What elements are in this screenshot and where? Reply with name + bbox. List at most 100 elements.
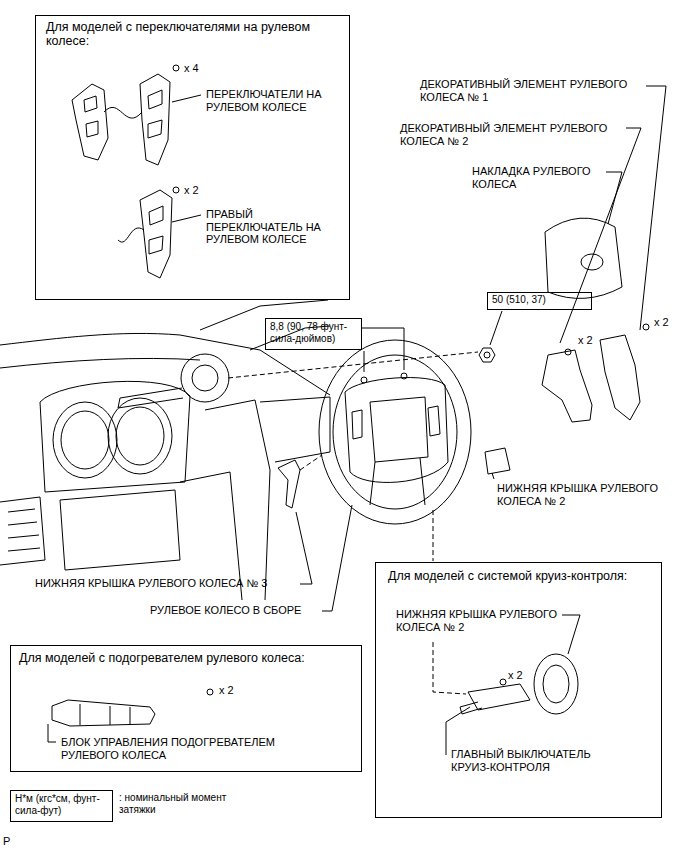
leader-line (172, 95, 201, 102)
quantity-note: x 4 (184, 62, 214, 75)
heater-unit-part (80, 704, 130, 725)
leader-line (362, 328, 404, 370)
part-name: ПЕРЕКЛЮЧАТЕЛИ НА РУЛЕВОМ КОЛЕСЕ (206, 88, 346, 113)
switch-opening (352, 406, 440, 439)
leader-line (446, 707, 470, 755)
screw (207, 689, 213, 695)
legend-unit: Н*м (кгс*см, фунт-сила-фут) (15, 793, 111, 816)
decorative-part (600, 335, 640, 420)
gauge (61, 411, 109, 469)
leader-line (322, 505, 352, 611)
screw (643, 324, 649, 330)
lower-panel (60, 490, 180, 570)
screw (173, 65, 179, 71)
dashed-line (433, 510, 434, 561)
part-name: РУЛЕВОЕ КОЛЕСО В СБОРЕ (150, 604, 318, 617)
screw (500, 679, 506, 685)
leader-line (606, 172, 622, 224)
air-vent (8, 509, 40, 551)
nut (479, 348, 495, 362)
dashed-line (433, 642, 466, 694)
leader-line (562, 615, 580, 654)
leader-line (490, 311, 502, 345)
screw (565, 349, 571, 355)
part-name: ДЕКОРАТИВНЫЙ ЭЛЕМЕНТ РУЛЕВОГО КОЛЕСА № 1 (420, 78, 642, 103)
part-name: ДЕКОРАТИВНЫЙ ЭЛЕМЕНТ РУЛЕВОГО КОЛЕСА № 2 (400, 122, 622, 147)
leader-line (172, 215, 201, 222)
part-name: ПРАВЫЙ ПЕРЕКЛЮЧАТЕЛЬ НА РУЛЕВОМ КОЛЕСЕ (206, 208, 336, 246)
leader-line (296, 512, 312, 584)
variant-box: Для моделей с переключателями на рулевом… (35, 15, 350, 300)
combination-stalk (118, 388, 183, 408)
cruise-switch-part (460, 702, 482, 714)
wheel-hub (345, 378, 448, 483)
wheel-hub (370, 397, 428, 462)
bolt-hole (401, 373, 407, 379)
switch-button (148, 90, 162, 138)
gauge (53, 402, 117, 478)
quantity-note: x 2 (578, 334, 606, 347)
wheel-spoke (370, 458, 425, 505)
steering-wheel-illustration (319, 340, 471, 524)
column-hub (192, 365, 218, 391)
gauge (116, 407, 164, 465)
quantity-note: x 2 (219, 684, 249, 697)
leader-line (364, 351, 365, 372)
leader-line (48, 724, 56, 742)
screw (173, 187, 179, 193)
leader-line (640, 86, 666, 330)
quantity-note: x 2 (508, 669, 538, 682)
switch-wire (104, 107, 142, 118)
lower-cover-part (278, 460, 300, 508)
lower-cover-part (543, 665, 569, 703)
switch-wire (118, 228, 144, 242)
column-hub (181, 354, 229, 402)
variant-box: Для моделей с системой круиз-контроля:НИ… (375, 562, 662, 818)
steering-pad (545, 218, 622, 298)
air-vent (0, 497, 45, 565)
nut (484, 352, 490, 358)
console-line (205, 400, 270, 600)
pad-emblem (581, 254, 603, 270)
switch-part (72, 84, 108, 160)
torque-value: 50 (510, 37) (492, 294, 588, 306)
dashed-line (300, 455, 322, 470)
variant-box: Для моделей с подогревателем рулевого ко… (10, 645, 362, 772)
torque-box: 8,8 (90, 78 фунт-сила-дюймов) (265, 318, 362, 350)
box-heading: Для моделей с подогревателем рулевого ко… (19, 651, 354, 665)
decorative-part (542, 350, 592, 422)
box-heading: Для моделей с переключателями на рулевом… (46, 20, 346, 49)
heater-unit-part (52, 700, 155, 726)
part-name: НАКЛАДКА РУЛЕВОГО КОЛЕСА (472, 165, 602, 190)
lower-cover-part (485, 448, 510, 474)
leader-line (492, 473, 494, 479)
dashboard-illustration (0, 300, 330, 600)
legend-sample-box: Н*м (кгс*см, фунт-сила-фут): номинальный… (10, 790, 113, 822)
leader-line (560, 128, 641, 343)
switch-button (84, 96, 98, 137)
torque-box: 50 (510, 37) (487, 292, 592, 310)
gauge (108, 398, 172, 474)
torque-value: 8,8 (90, 78 фунт-сила-дюймов) (270, 321, 360, 344)
dash-outline (0, 358, 200, 368)
cruise-switch-part (468, 684, 530, 710)
page-code: P (3, 835, 23, 848)
lower-cover-part (534, 654, 578, 714)
part-name: НИЖНЯЯ КРЫШКА РУЛЕВОГО КОЛЕСА № 2 (497, 482, 672, 507)
part-name: НИЖНЯЯ КРЫШКА РУЛЕВОГО КОЛЕСА № 3 (35, 577, 297, 590)
legend-text: : номинальный момент затяжки (119, 792, 234, 815)
wheel-rim (333, 355, 457, 509)
dashed-line (228, 352, 478, 378)
box-heading: Для моделей с системой круиз-контроля: (388, 569, 656, 583)
switch-part (140, 190, 172, 278)
wheel-rim (319, 340, 471, 524)
part-name: ГЛАВНЫЙ ВЫКЛЮЧАТЕЛЬ КРУИЗ-КОНТРОЛЯ (451, 748, 611, 773)
parts-illustration (52, 65, 649, 726)
bolt-hole (361, 377, 367, 383)
dashed-alignment (228, 352, 478, 694)
switch-part (140, 74, 170, 165)
quantity-note: x 2 (654, 316, 682, 329)
switch-button (149, 206, 163, 254)
cluster-hood (40, 381, 190, 492)
